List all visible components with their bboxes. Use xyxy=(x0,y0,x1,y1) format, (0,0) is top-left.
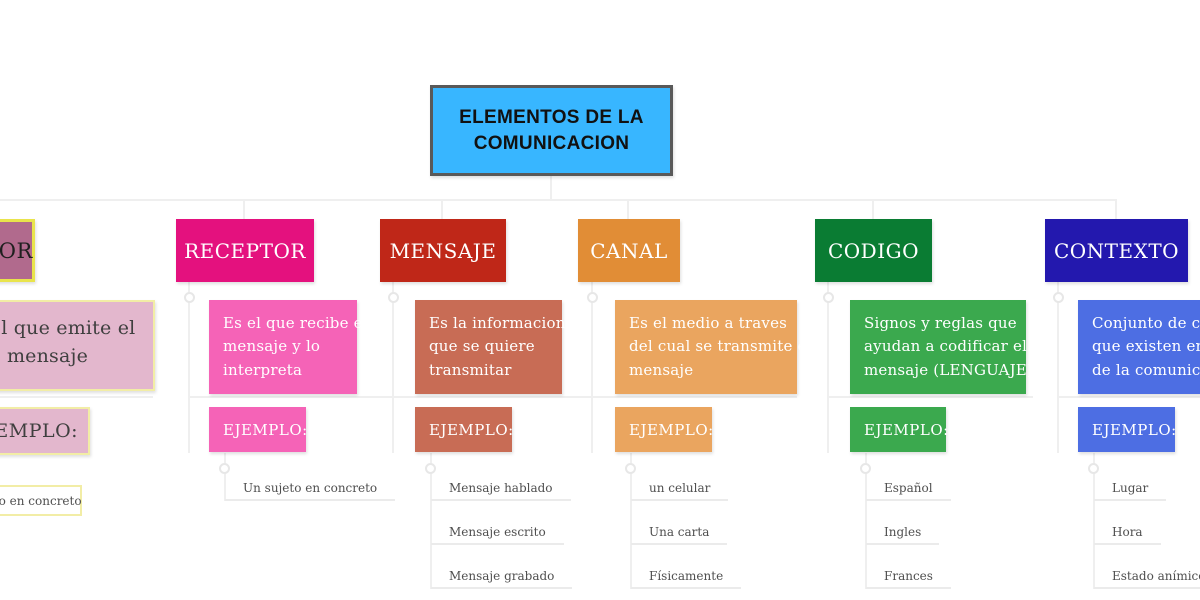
connector-dot xyxy=(587,292,598,303)
mensaje-desc-line: Es la informacion xyxy=(429,314,566,332)
connector-dot xyxy=(184,292,195,303)
codigo-title-label: CODIGO xyxy=(827,238,919,263)
node-contexto-example[interactable]: Lugar xyxy=(1094,478,1167,501)
node-receptor-ejemplo[interactable]: EJEMPLO: xyxy=(209,407,308,452)
connector-stem xyxy=(1057,282,1059,453)
connector-stem xyxy=(827,282,829,453)
node-canal-description[interactable]: Es el medio a traves del cual se transmi… xyxy=(615,300,812,394)
mensaje-desc-line: transmitar xyxy=(429,360,512,379)
node-canal-ejemplo[interactable]: EJEMPLO: xyxy=(615,407,714,452)
node-emisor-ejemplo[interactable]: EJEMPLO: xyxy=(0,407,90,455)
node-emisor-header[interactable]: EMISOR xyxy=(0,219,35,282)
codigo-desc-line: Signos y reglas que xyxy=(864,314,1017,332)
connector-separator xyxy=(188,396,394,398)
connector-stem xyxy=(392,282,394,453)
node-contexto-description[interactable]: Conjunto de circunstancias que existen e… xyxy=(1078,300,1200,394)
central-topic-line2: COMUNICACION xyxy=(473,132,630,154)
connector-stub-mensaje xyxy=(441,199,443,220)
node-contexto-header[interactable]: CONTEXTO xyxy=(1045,219,1188,282)
emisor-example-label: Un sujeto en concreto xyxy=(0,493,82,508)
connector-dot xyxy=(860,463,871,474)
emisor-desc-line: mensaje xyxy=(6,344,89,367)
contexto-ejemplo-label: EJEMPLO: xyxy=(1092,420,1177,439)
mensaje-desc-line: que se quiere xyxy=(429,337,535,356)
connector-dot xyxy=(388,292,399,303)
node-codigo-ejemplo[interactable]: EJEMPLO: xyxy=(850,407,949,452)
codigo-desc-line: ayudan a codificar el xyxy=(864,337,1028,356)
contexto-title-label: CONTEXTO xyxy=(1053,238,1180,263)
canal-desc-line: mensaje xyxy=(629,360,694,379)
contexto-desc-line: que existen en el momento xyxy=(1092,337,1200,356)
node-codigo-example[interactable]: Español xyxy=(866,478,951,501)
connector-dot xyxy=(425,463,436,474)
node-receptor-header[interactable]: RECEPTOR xyxy=(176,219,314,282)
connector-stem xyxy=(591,282,593,453)
node-receptor-description[interactable]: Es el que recibe el mensaje y lo interpr… xyxy=(209,300,368,394)
connector-dot xyxy=(1088,463,1099,474)
canal-desc-line: Es el medio a traves xyxy=(629,314,788,332)
connector-stem xyxy=(430,453,432,589)
connector-dot xyxy=(823,292,834,303)
node-canal-header[interactable]: CANAL xyxy=(578,219,680,282)
canal-title-label: CANAL xyxy=(590,238,668,263)
connector-dot xyxy=(625,463,636,474)
contexto-desc-line: Conjunto de circunstancias xyxy=(1092,314,1200,332)
emisor-ejemplo-label: EJEMPLO: xyxy=(0,420,79,442)
receptor-desc-line: interpreta xyxy=(223,360,303,379)
canal-desc-line: del cual se transmite el xyxy=(629,337,812,356)
central-topic-node[interactable]: ELEMENTOS DE LA COMUNICACION xyxy=(430,85,673,176)
receptor-ejemplo-label: EJEMPLO: xyxy=(223,420,308,439)
connector-stem xyxy=(224,453,226,501)
node-contexto-ejemplo[interactable]: EJEMPLO: xyxy=(1078,407,1177,452)
connector-dot xyxy=(219,463,230,474)
node-emisor-description[interactable]: Es el que emite el mensaje xyxy=(0,300,155,391)
receptor-desc-line: mensaje y lo xyxy=(223,337,321,356)
connector-stub-contexto xyxy=(1115,199,1117,220)
connector-separator xyxy=(591,396,797,398)
connector-separator xyxy=(1057,396,1200,398)
connector-stem xyxy=(865,453,867,589)
central-topic-line1: ELEMENTOS DE LA xyxy=(459,106,644,128)
connector-stub-receptor xyxy=(243,199,245,220)
node-canal-example[interactable]: un celular xyxy=(631,478,729,501)
connector-stem xyxy=(1093,453,1095,589)
connector-separator xyxy=(0,396,153,398)
node-codigo-example[interactable]: Ingles xyxy=(866,522,940,545)
node-mensaje-ejemplo[interactable]: EJEMPLO: xyxy=(415,407,514,452)
codigo-ejemplo-label: EJEMPLO: xyxy=(864,420,949,439)
connector-separator xyxy=(392,396,598,398)
receptor-title-label: RECEPTOR xyxy=(184,238,306,263)
mensaje-title-label: MENSAJE xyxy=(389,238,497,263)
connector-stem xyxy=(630,453,632,589)
node-emisor-example[interactable]: Un sujeto en concreto xyxy=(0,485,82,516)
node-mensaje-header[interactable]: MENSAJE xyxy=(380,219,506,282)
connector-stem xyxy=(188,282,190,453)
node-codigo-description[interactable]: Signos y reglas que ayudan a codificar e… xyxy=(850,300,1033,394)
connector-rail xyxy=(0,199,1117,201)
canal-ejemplo-label: EJEMPLO: xyxy=(629,420,714,439)
node-contexto-example[interactable]: Estado anímico xyxy=(1094,566,1200,589)
emisor-title-label: EMISOR xyxy=(0,238,33,263)
connector-dot xyxy=(1053,292,1064,303)
node-codigo-example[interactable]: Frances xyxy=(866,566,951,589)
connector-stub-canal xyxy=(627,199,629,220)
connector-separator xyxy=(827,396,1033,398)
connector-title-stub xyxy=(550,176,552,200)
emisor-desc-line: Es el que emite el xyxy=(0,317,136,339)
node-contexto-example[interactable]: Hora xyxy=(1094,522,1161,545)
node-canal-example[interactable]: Una carta xyxy=(631,522,728,545)
receptor-desc-line: Es el que recibe el xyxy=(223,314,368,332)
node-mensaje-description[interactable]: Es la informacion que se quiere transmit… xyxy=(415,300,566,394)
codigo-desc-line: mensaje (LENGUAJE) xyxy=(864,360,1033,379)
node-mensaje-example[interactable]: Mensaje hablado xyxy=(431,478,571,501)
node-receptor-example[interactable]: Un sujeto en concreto xyxy=(225,478,396,501)
connector-stub-codigo xyxy=(872,199,874,220)
mensaje-ejemplo-label: EJEMPLO: xyxy=(429,420,514,439)
node-mensaje-example[interactable]: Mensaje escrito xyxy=(431,522,564,545)
node-codigo-header[interactable]: CODIGO xyxy=(815,219,932,282)
node-canal-example[interactable]: Físicamente xyxy=(631,566,742,589)
contexto-desc-line: de la comunicacion xyxy=(1092,360,1200,379)
node-mensaje-example[interactable]: Mensaje grabado xyxy=(431,566,573,589)
